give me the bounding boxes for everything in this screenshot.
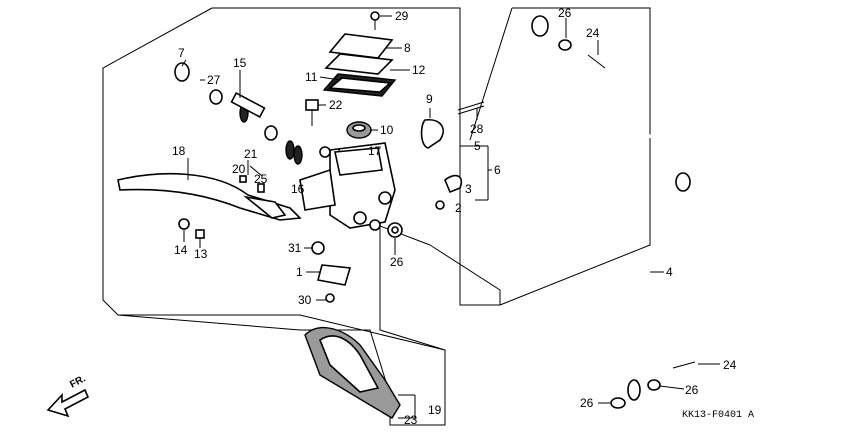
callout-9: 9 [426,92,433,106]
callout-1: 1 [296,265,303,279]
drawing-code: KK13-F0401 A [682,410,754,421]
master-cylinder-body [299,142,396,231]
callout-17: 17 [368,144,382,158]
callout-21: 21 [244,147,258,161]
callout-25: 25 [254,172,268,186]
callout-11: 11 [305,70,318,84]
callout-31: 31 [288,241,302,255]
piston-set [174,62,303,165]
callout-26-b: 26 [558,6,572,20]
callout-26-a: 26 [390,255,404,269]
callout-6: 6 [494,163,501,177]
brake-hose [531,15,696,409]
callout-26-d: 26 [580,396,594,410]
callout-19: 19 [428,403,442,417]
callout-28: 28 [470,122,484,136]
callout-13: 13 [194,247,208,261]
leader-lines [181,15,720,419]
callout-24-b: 24 [723,358,737,372]
hose-frame [469,7,651,306]
callout-numbers: 29 8 12 11 7 27 15 22 9 10 28 17 5 6 18 … [172,6,737,427]
callout-30: 30 [298,293,312,307]
callout-29: 29 [395,9,409,23]
hand-guard [304,326,401,419]
callout-10: 10 [380,123,394,137]
callout-20: 20 [232,162,246,176]
callout-26-c: 26 [685,383,699,397]
callout-23: 23 [404,413,418,427]
reservoir-cap-group [322,11,397,97]
callout-2: 2 [455,201,462,215]
callout-16: 16 [291,182,305,196]
diaphragm-plate [324,53,394,75]
callout-12: 12 [412,63,426,77]
callout-18: 18 [172,144,186,158]
callout-14: 14 [174,243,188,257]
callout-3: 3 [465,182,472,196]
small-parts [178,99,485,303]
callout-27: 27 [207,73,221,87]
callout-15: 15 [233,56,247,70]
callout-5: 5 [474,139,481,153]
callout-8: 8 [404,41,411,55]
callout-7: 7 [178,46,185,60]
front-direction-arrow: FR. [46,373,90,418]
callout-24-a: 24 [586,26,600,40]
callout-4: 4 [666,265,673,279]
direction-label: FR. [68,373,88,390]
brake-lever [117,172,302,221]
assembly-frame [102,7,501,426]
cap-screw [370,11,380,21]
callout-22: 22 [329,98,343,112]
